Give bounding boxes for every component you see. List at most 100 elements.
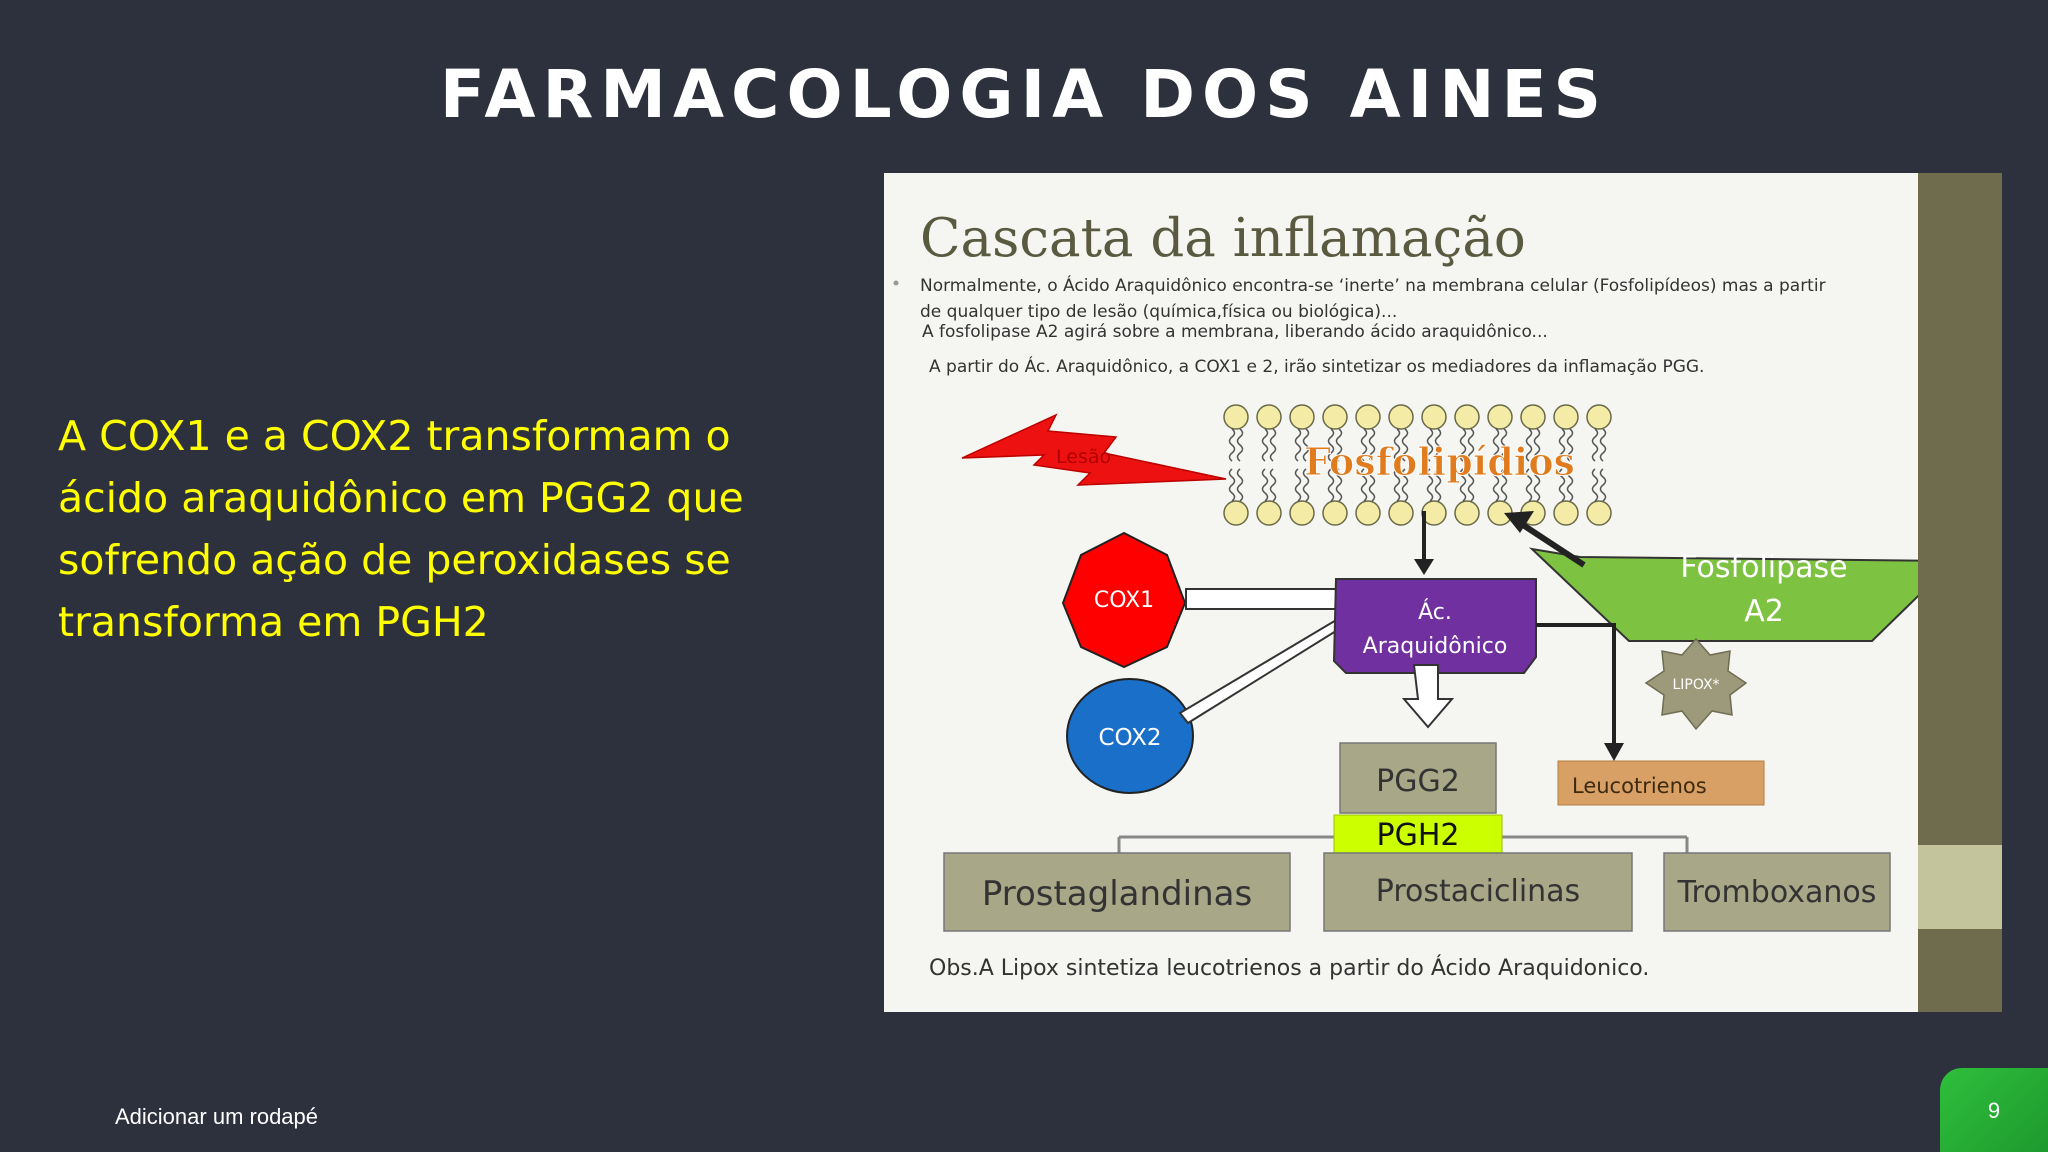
leucotrienos-box <box>1557 760 1765 806</box>
figure-canvas: Cascata da inflamação Normalmente, o Áci… <box>884 173 1918 1012</box>
fosfolipase-arrow-line <box>1518 520 1586 568</box>
lipid-tail-icon <box>1401 468 1409 502</box>
lipid-tail-icon <box>1401 428 1409 462</box>
lipox-star <box>1644 637 1748 731</box>
pgh2-label: PGH2 <box>1377 818 1460 853</box>
lipid-tail-icon <box>1591 428 1599 462</box>
lipid-head-icon <box>1289 500 1315 526</box>
lipid-head-icon <box>1553 404 1579 430</box>
lipid-tail-icon <box>1327 468 1335 502</box>
membrane-label: Fosfolipídios <box>1304 439 1575 484</box>
aa-line: Araquidônico <box>1363 634 1508 659</box>
body-line: sofrendo ação de peroxidases se <box>58 536 731 584</box>
lipid-head-icon <box>1487 404 1513 430</box>
lipid-tail-icon <box>1261 428 1269 462</box>
lipid-head-icon <box>1586 404 1612 430</box>
lipid-tail-icon <box>1302 428 1310 462</box>
phospholipid-membrane <box>1223 404 1612 526</box>
lipid-head-icon <box>1322 500 1348 526</box>
lipid-tail-icon <box>1294 428 1302 462</box>
lipid-tail-icon <box>1434 468 1442 502</box>
cox1-label: COX1 <box>1094 588 1154 613</box>
lipid-tail-icon <box>1566 428 1574 462</box>
lipid-tail-icon <box>1492 428 1500 462</box>
lipid-head-icon <box>1586 500 1612 526</box>
aa-to-pgg2-arrow <box>1401 664 1455 729</box>
aa-box <box>1332 578 1537 674</box>
cox1-shape <box>1061 531 1187 669</box>
lipid-head-icon <box>1256 404 1282 430</box>
lipid-tail-icon <box>1426 468 1434 502</box>
lipid-head-icon <box>1388 500 1414 526</box>
lipid-head-icon <box>1520 404 1546 430</box>
lipid-tail-icon <box>1261 468 1269 502</box>
body-line: ácido araquidônico em PGG2 que <box>58 474 744 522</box>
lipid-tail-icon <box>1302 468 1310 502</box>
lipid-head-icon <box>1223 500 1249 526</box>
product-box-prostaglandinas <box>943 852 1291 932</box>
lipid-tail-icon <box>1459 468 1467 502</box>
lipid-tail-icon <box>1459 428 1467 462</box>
fosfolipase-line: Fosfolipase <box>1680 550 1847 585</box>
fosfolipase-line: A2 <box>1744 594 1784 629</box>
lipid-head-icon <box>1289 404 1315 430</box>
page-number: 9 <box>1987 1098 2001 1123</box>
body-line: A COX1 e a COX2 transformam o <box>58 412 731 460</box>
product-label: Tromboxanos <box>1677 875 1877 910</box>
pgg2-label: PGG2 <box>1376 764 1460 799</box>
intro-line: A partir do Ác. Araquidônico, a COX1 e 2… <box>929 355 1704 377</box>
lipid-tail-icon <box>1434 428 1442 462</box>
lipid-head-icon <box>1355 500 1381 526</box>
lipid-tail-icon <box>1566 468 1574 502</box>
lipid-tail-icon <box>1467 468 1475 502</box>
lipid-tail-icon <box>1269 468 1277 502</box>
fosfolipase-arrowhead <box>1504 511 1534 533</box>
product-box-prostaciclinas <box>1323 852 1633 932</box>
figure-note: Obs.A Lipox sintetiza leucotrienos a par… <box>929 955 1649 981</box>
lipid-tail-icon <box>1467 428 1475 462</box>
lipid-tail-icon <box>1228 428 1236 462</box>
slide-title: FARMACOLOGIA DOS AINES <box>439 56 1609 133</box>
lipid-head-icon <box>1388 404 1414 430</box>
product-label: Prostaglandinas <box>982 874 1252 914</box>
intro-line: A fosfolipase A2 agirá sobre a membrana,… <box>922 322 1548 342</box>
intro-line: Normalmente, o Ácido Araquidônico encont… <box>920 274 1826 296</box>
lipid-head-icon <box>1454 404 1480 430</box>
product-box-tromboxanos <box>1663 852 1891 932</box>
footer-text[interactable]: Adicionar um rodapé <box>115 1104 319 1129</box>
lipid-tail-icon <box>1525 428 1533 462</box>
lipid-tail-icon <box>1558 468 1566 502</box>
lipid-head-icon <box>1454 500 1480 526</box>
lipid-tail-icon <box>1236 428 1244 462</box>
lipid-tail-icon <box>1525 468 1533 502</box>
lipid-tail-icon <box>1500 468 1508 502</box>
lipid-head-icon <box>1355 404 1381 430</box>
lipid-tail-icon <box>1426 428 1434 462</box>
lipid-tail-icon <box>1500 428 1508 462</box>
lipid-tail-icon <box>1558 428 1566 462</box>
lipid-tail-icon <box>1533 468 1541 502</box>
body-text: A COX1 e a COX2 transformam o ácido araq… <box>58 405 818 653</box>
lipid-tail-icon <box>1591 468 1599 502</box>
figure-side-band <box>1918 845 2002 929</box>
lesion-bolt-icon <box>961 413 1227 486</box>
page-number-badge: 9 <box>1940 1068 2048 1152</box>
cox2-label: COX2 <box>1098 725 1161 751</box>
pgg2-box <box>1339 742 1497 814</box>
lipid-head-icon <box>1553 500 1579 526</box>
lipid-tail-icon <box>1533 428 1541 462</box>
leucotrienos-label: Leucotrienos <box>1572 774 1707 798</box>
lipid-tail-icon <box>1335 468 1343 502</box>
pgh2-box <box>1333 814 1503 854</box>
inflammation-cascade-figure: Cascata da inflamação Normalmente, o Áci… <box>884 173 2002 1012</box>
lipox-label: LIPOX* <box>1672 677 1719 693</box>
lipid-tail-icon <box>1236 468 1244 502</box>
membrane-to-aa-arrowhead <box>1414 559 1434 575</box>
aa-to-leucotrienos-arrowhead <box>1604 743 1624 761</box>
lipid-tail-icon <box>1294 468 1302 502</box>
lipid-tail-icon <box>1327 428 1335 462</box>
cascade-diagram: Cascata da inflamação Normalmente, o Áci… <box>893 208 1918 981</box>
lipid-head-icon <box>1421 404 1447 430</box>
lipid-tail-icon <box>1599 468 1607 502</box>
lipid-head-icon <box>1256 500 1282 526</box>
